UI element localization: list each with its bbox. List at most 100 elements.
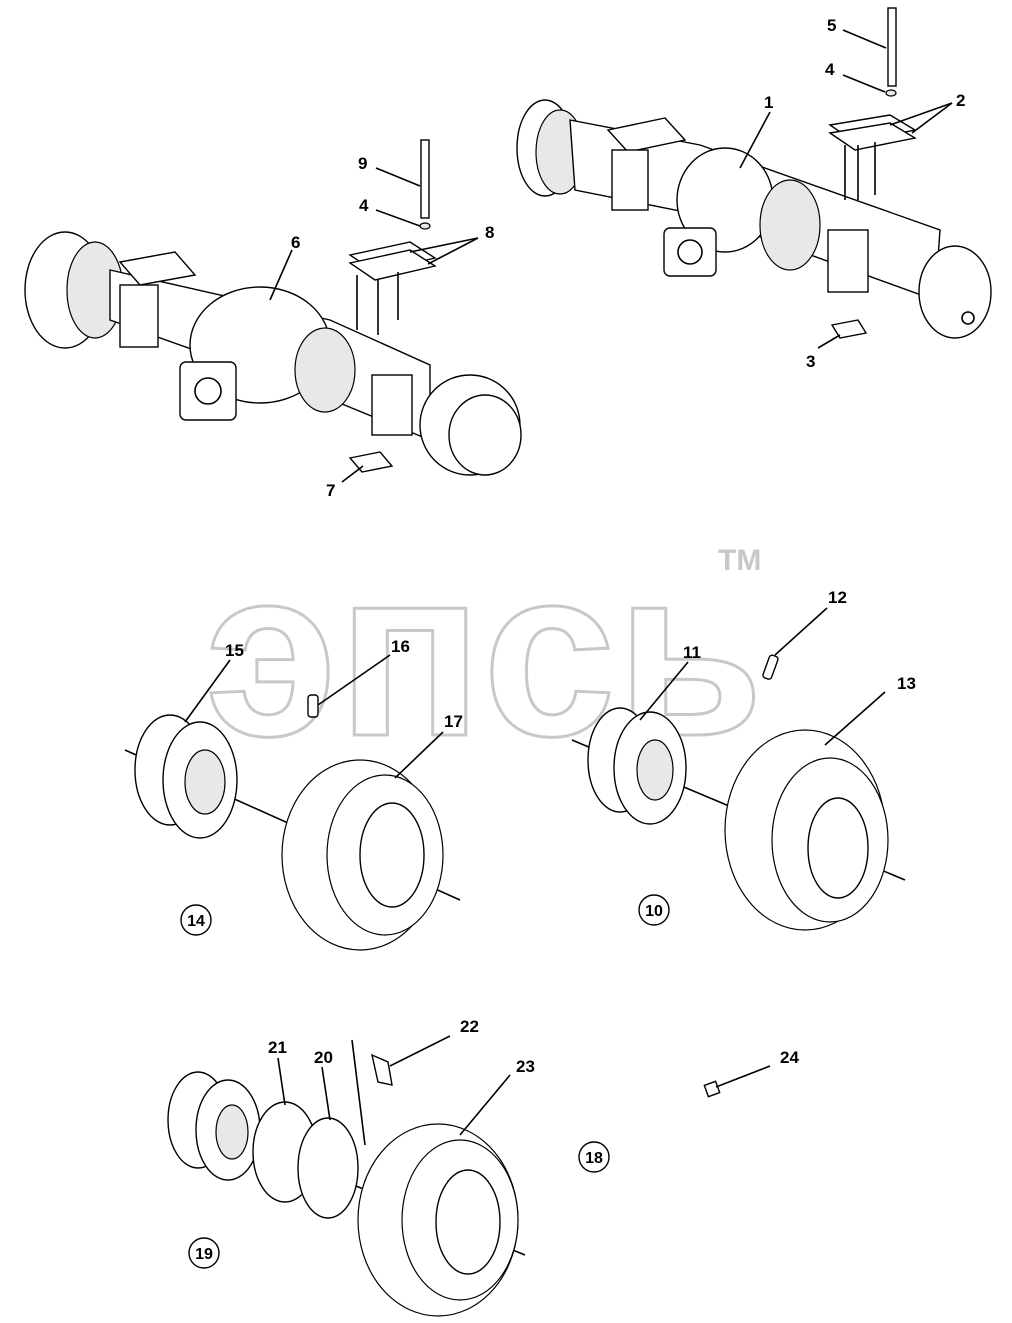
front-axle-input-bore: [194, 377, 222, 405]
callout-15: 15: [225, 641, 244, 660]
leader-20: [321, 1066, 331, 1121]
leader-8b: [427, 237, 479, 265]
leader-8a: [409, 237, 479, 253]
callout-12: 12: [828, 588, 847, 607]
assembly-text-19: 19: [195, 1246, 213, 1263]
front-nut-plate: [348, 451, 394, 473]
leader-6: [269, 249, 293, 301]
callout-3: 3: [806, 352, 815, 371]
leader-11: [639, 661, 689, 721]
rear-axle-input-bore: [677, 239, 703, 265]
leader-21: [277, 1057, 286, 1106]
leader-22: [389, 1035, 451, 1067]
leader-9: [375, 167, 421, 187]
rear-washer: [885, 89, 897, 97]
assembly-text-18: 18: [585, 1150, 603, 1167]
assembly-label-10: 10: [638, 894, 670, 926]
assembly-text-10: 10: [645, 903, 663, 920]
front-long-bolt: [420, 139, 430, 219]
leader-12: [774, 607, 828, 656]
callout-8: 8: [485, 223, 494, 242]
front-washer: [419, 222, 431, 230]
rear-axle-input-flange: [663, 227, 717, 277]
callout-20: 20: [314, 1048, 333, 1067]
callout-13: 13: [897, 674, 916, 693]
leader-2b: [911, 102, 953, 134]
rear-clamp-plate-bottom: [828, 122, 917, 151]
callout-24: 24: [780, 1048, 799, 1067]
front-axle-left-bracket: [119, 284, 159, 348]
part-24: [703, 1080, 721, 1098]
callout-7: 7: [326, 481, 335, 500]
assembly-circle-19: [188, 1237, 220, 1269]
leader-4b: [375, 209, 421, 227]
callout-4-front: 4: [359, 196, 369, 215]
leader-17: [394, 731, 444, 779]
o-ring-20: [297, 1117, 359, 1219]
rear-axle-diff-cover: [759, 179, 821, 271]
leader-1: [739, 111, 771, 169]
assembly-label-18: 18: [578, 1141, 610, 1173]
wheel-group-19: [167, 1039, 526, 1317]
front-axle-assembly: [24, 139, 522, 476]
wheel-group-10: [571, 654, 906, 931]
assembly-labels: 14 10 18 19: [180, 894, 670, 1269]
callout-labels: 1 2 3 4 5 4 6 7 8 9 11 12 13 15 16 17 20…: [225, 16, 965, 1076]
valve-16: [307, 694, 319, 718]
watermark-trademark: TM: [718, 544, 761, 577]
callout-17: 17: [444, 712, 463, 731]
callout-22: 22: [460, 1017, 479, 1036]
wheel-group-14: [124, 694, 461, 951]
front-axle-diff-cover: [294, 327, 356, 413]
assembly-label-14: 14: [180, 904, 212, 936]
leader-7: [341, 465, 364, 483]
front-clamp-plate-bottom: [348, 249, 437, 281]
front-axle-right-bracket: [371, 374, 413, 436]
assembly-circle-14: [180, 904, 212, 936]
rim-11-center: [636, 739, 674, 801]
callout-6: 6: [291, 233, 300, 252]
callout-2: 2: [956, 91, 965, 110]
callout-11: 11: [683, 643, 701, 662]
front-axle-right-cap: [448, 394, 522, 476]
leader-15: [184, 659, 231, 723]
callout-5: 5: [827, 16, 836, 35]
front-axle-input-flange: [179, 361, 237, 421]
rear-axle-right-hub: [918, 245, 992, 339]
valve-22: [371, 1053, 393, 1086]
callout-4-rear: 4: [825, 60, 835, 79]
callout-16: 16: [391, 637, 410, 656]
tyre-17-bore: [359, 802, 425, 908]
rear-axle-right-cap: [961, 311, 975, 325]
rear-axle-assembly: [516, 7, 992, 339]
rear-nut-plate: [830, 319, 868, 339]
watermark: эпсь TM: [204, 517, 766, 788]
leader-4a: [842, 74, 886, 93]
assembly-label-19: 19: [188, 1237, 220, 1269]
front-axle-left-pad: [118, 251, 197, 286]
assembly-circle-10: [638, 894, 670, 926]
leader-23: [459, 1074, 511, 1136]
valve-22-stem: [351, 1039, 366, 1146]
tyre-23-bore: [435, 1169, 501, 1275]
callout-23: 23: [516, 1057, 535, 1076]
leader-3: [817, 334, 841, 349]
callout-21: 21: [268, 1038, 287, 1057]
leader-13: [824, 691, 886, 746]
rim-15-center: [184, 749, 226, 815]
rim-19-center: [215, 1104, 249, 1160]
leader-5: [842, 29, 887, 49]
assembly-circle-18: [578, 1141, 610, 1173]
rear-axle-right-bracket: [827, 229, 869, 293]
valve-12: [762, 654, 779, 680]
callout-9: 9: [358, 154, 367, 173]
callout-1: 1: [764, 93, 773, 112]
rear-axle-left-pad: [606, 117, 687, 153]
leader-lines: [184, 29, 953, 1136]
leader-2a: [889, 102, 953, 126]
assembly-text-14: 14: [187, 913, 205, 930]
leader-24: [715, 1065, 771, 1088]
rear-long-bolt: [887, 7, 897, 87]
